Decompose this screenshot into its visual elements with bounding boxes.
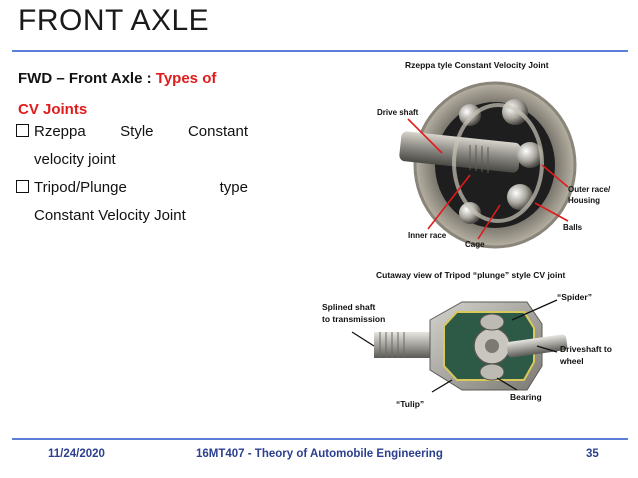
label-outer-race: Outer race/: [568, 185, 611, 194]
label-to-transmission: to transmission: [322, 314, 385, 324]
tripod-caption: Cutaway view of Tripod “plunge” style CV…: [376, 270, 566, 280]
ball: [459, 202, 481, 224]
label-spider: “Spider”: [557, 292, 592, 302]
bullet-text-continued: Constant Velocity Joint: [34, 207, 186, 224]
bullet-text: Rzeppa Style Constant: [34, 123, 248, 140]
spider-hub: [485, 339, 499, 353]
slide-title: FRONT AXLE: [18, 4, 210, 37]
bullet-text: Tripod/Plunge type: [34, 179, 248, 196]
bullet-item-rzeppa: Rzeppa Style Constant: [16, 118, 248, 146]
footer-date: 11/24/2020: [48, 448, 105, 460]
shaft-splines: [469, 145, 489, 173]
bullet-item-tripod: Tripod/Plunge type: [16, 174, 248, 202]
bullet-list: Rzeppa Style Constant velocity joint Tri…: [16, 118, 248, 230]
title-divider: [12, 50, 628, 52]
label-driveshaft: Driveshaft to: [560, 344, 612, 354]
label-drive-shaft: Drive shaft: [377, 108, 419, 117]
checkbox-bullet-icon: [16, 124, 29, 137]
slide-number: 35: [586, 448, 599, 460]
bullet-text-continued: velocity joint: [34, 151, 116, 168]
pointer-lines: [351, 299, 558, 393]
label-inner-race: Inner race: [408, 231, 447, 240]
label-balls: Balls: [563, 223, 583, 232]
label-bearing: Bearing: [510, 392, 542, 402]
bearing: [479, 363, 505, 381]
section-heading: FWD – Front Axle : Types of CV Joints: [18, 63, 246, 125]
label-splined-shaft: Splined shaft: [322, 302, 376, 312]
bearing: [479, 313, 505, 331]
pointer-lines: [407, 118, 569, 240]
footer-divider: [12, 438, 628, 440]
heading-text: FWD – Front Axle :: [18, 70, 156, 87]
ball: [517, 142, 543, 168]
label-wheel: wheel: [559, 356, 584, 366]
rzeppa-caption: Rzeppa tyle Constant Velocity Joint: [405, 60, 549, 70]
ball: [502, 99, 528, 125]
checkbox-bullet-icon: [16, 180, 29, 193]
tripod-joint-figure: Cutaway view of Tripod “plunge” style CV…: [322, 270, 612, 409]
cage: [452, 103, 544, 223]
ball: [459, 104, 481, 126]
ball: [507, 184, 533, 210]
label-housing: Housing: [568, 196, 600, 205]
heading-highlight-1: Types of: [155, 70, 217, 87]
heading-highlight-2: CV Joints: [18, 101, 88, 118]
rzeppa-joint-figure: Rzeppa tyle Constant Velocity Joint Driv…: [377, 60, 611, 249]
footer-course: 16MT407 - Theory of Automobile Engineeri…: [196, 448, 443, 460]
label-tulip: “Tulip”: [396, 399, 424, 409]
label-cage: Cage: [465, 240, 485, 249]
shaft-splines: [379, 332, 405, 358]
